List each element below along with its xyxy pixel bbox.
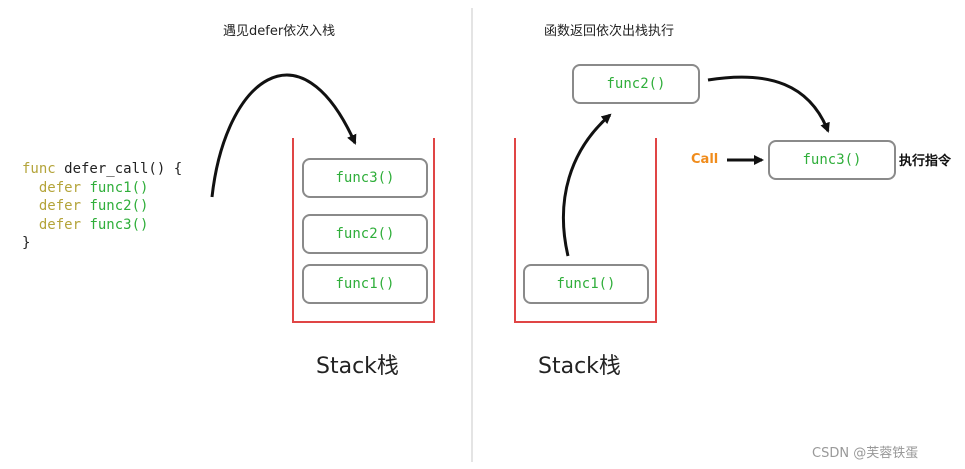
left-stack-label: Stack栈 xyxy=(316,354,399,379)
left-caption: 遇见defer依次入栈 xyxy=(223,24,336,39)
code-keyword: func xyxy=(22,161,56,177)
code-text: } xyxy=(22,235,31,251)
code-text: defer_call() { xyxy=(55,161,183,177)
stack-item-func1-remaining: func1() xyxy=(523,264,649,304)
code-func: func2() xyxy=(89,198,149,214)
execute-arrow xyxy=(707,75,830,133)
right-stack-container xyxy=(514,138,657,323)
left-stack-container xyxy=(292,138,435,323)
code-keyword: defer xyxy=(38,198,82,214)
exec-instruction-label: 执行指令 xyxy=(899,154,952,169)
code-block: func defer_call() { defer func1() defer … xyxy=(22,160,182,253)
stack-item-func1: func1() xyxy=(302,264,428,304)
push-arrow xyxy=(210,73,357,198)
pop-arrow xyxy=(561,113,612,257)
code-keyword: defer xyxy=(38,179,82,196)
executing-func3: func3() xyxy=(768,140,896,180)
call-label: Call xyxy=(691,152,719,167)
popped-func2: func2() xyxy=(572,64,700,104)
right-stack-label: Stack栈 xyxy=(538,354,621,379)
right-caption: 函数返回依次出栈执行 xyxy=(544,24,675,39)
stack-item-func2: func2() xyxy=(302,214,428,254)
watermark: CSDN @芙蓉铁蛋 xyxy=(812,446,919,461)
stack-item-func3: func3() xyxy=(302,158,428,198)
code-func: func3() xyxy=(89,216,149,233)
code-func: func1() xyxy=(89,179,149,196)
code-keyword: defer xyxy=(38,216,82,233)
